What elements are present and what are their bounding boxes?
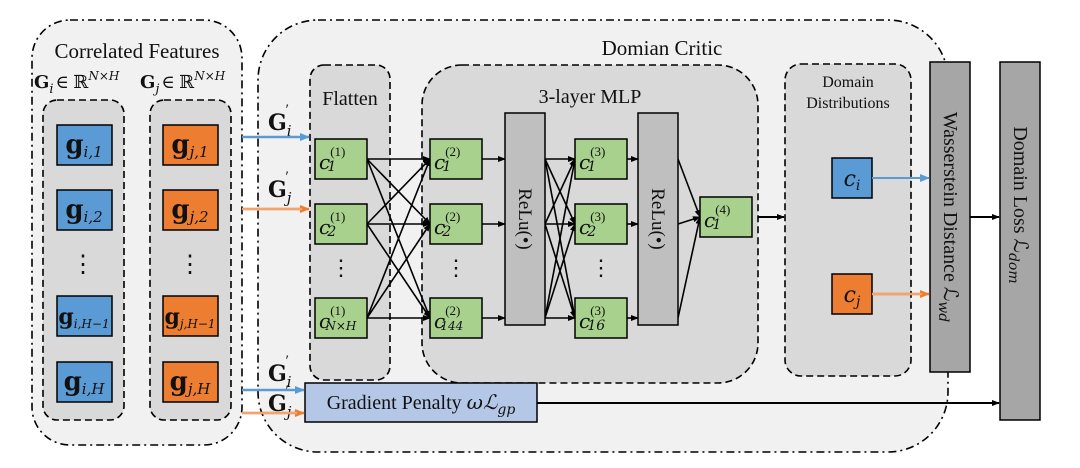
flatten-node-0-box	[314, 138, 368, 180]
mlp-layer2-node-0-box	[429, 138, 483, 180]
gj-ellipsis: ⋮	[178, 252, 202, 278]
mlp-layer2-node-2-box	[429, 297, 483, 339]
correlated-features-title: Correlated Features	[54, 39, 219, 63]
domain-loss-label: Domain Loss ℒdom	[1005, 126, 1031, 283]
gj-item-box-2	[162, 295, 219, 337]
edge-relu1-1-l3-0	[544, 158, 576, 225]
edge-l1-2-l2-1	[366, 223, 431, 319]
gi-column	[42, 99, 125, 421]
mlp-output-node-box	[699, 196, 753, 238]
mlp-layer2-node-1-box	[429, 203, 483, 245]
domain-distributions-panel	[784, 63, 912, 377]
flatten-node-2-label: c(1)N×H	[319, 303, 357, 333]
gj-item-label-2: gj,H−1	[164, 304, 215, 331]
flatten-node-2-box	[314, 297, 368, 339]
gradient-penalty-box	[304, 382, 538, 423]
edge-relu2-2-out	[677, 216, 702, 319]
gi-item-label-1: gi,2	[65, 195, 102, 226]
mlp-output-node-label: c(4)1	[704, 202, 730, 233]
relu-2-label: ReLu(•)	[647, 188, 668, 250]
gi-item-box-1	[56, 189, 113, 231]
gradient-penalty-label: Gradient Penalty ωℒgp	[327, 390, 516, 418]
gj-item-box-3	[162, 361, 219, 403]
ci-label: ci	[844, 167, 861, 194]
mlp-layer2-node-1-label: c(2)2	[434, 209, 460, 240]
mlp-layer3-node-2-box	[574, 297, 628, 339]
gj-prime-label-top: Gj′	[268, 169, 292, 207]
gi-item-label-0: gi,1	[65, 130, 102, 161]
domain-loss-bar	[999, 61, 1041, 421]
mlp-title: 3-layer MLP	[539, 86, 642, 108]
mlp-layer2-node-2-label: c(2)144	[434, 303, 463, 333]
gj-item-box-1	[162, 189, 219, 231]
mlp-layer3-node-0-label: c(3)1	[579, 144, 605, 175]
gi-item-box-2	[56, 295, 113, 337]
gj-item-label-3: gj,H	[170, 367, 212, 398]
gj-column	[149, 99, 232, 421]
mlp-layer3-node-1-label: c(3)2	[579, 209, 605, 240]
layer3-ellipsis: ⋮	[590, 255, 612, 280]
domain-distributions-title-1: Domain	[822, 74, 874, 91]
cj-label: cj	[844, 283, 861, 310]
relu-1-bar	[504, 112, 546, 326]
mlp-layer3-node-2-label: c(3)16	[579, 303, 605, 334]
domain-distributions-title-2: Distributions	[806, 95, 890, 112]
gi-space-label: Gi∈ ℝN×H	[34, 69, 120, 97]
mlp-layer3-node-0-box	[574, 138, 628, 180]
gi-item-label-2: gi,H−1	[58, 304, 109, 331]
gi-ellipsis: ⋮	[71, 252, 95, 278]
mlp-layer3-node-1-box	[574, 203, 628, 245]
domain-critic-title: Domian Critic	[602, 36, 723, 60]
flatten-node-1-label: c(1)2	[319, 209, 345, 240]
edge-l1-2-l2-0	[366, 158, 431, 319]
edge-l1-1-l2-0	[366, 158, 431, 225]
relu-1-label: ReLu(•)	[514, 188, 535, 250]
gj-item-box-0	[162, 124, 219, 166]
gj-space-label: Gj∈ ℝN×H	[140, 69, 226, 97]
gj-item-label-0: gj,1	[171, 130, 208, 161]
gi-item-label-3: gi,H	[64, 367, 106, 398]
edge-relu1-2-l3-0	[544, 158, 577, 319]
layer2-ellipsis: ⋮	[445, 255, 467, 280]
edge-relu2-0-out	[677, 158, 701, 218]
mlp-layer2-node-0-label: c(2)1	[434, 144, 460, 175]
gi-prime-label-bottom: Gi′	[268, 353, 292, 391]
wasserstein-distance-label: Wasserstein Distance ℒwd	[935, 112, 961, 322]
wasserstein-distance-bar	[929, 61, 971, 373]
gi-item-box-3	[56, 361, 113, 403]
flatten-ellipsis: ⋮	[330, 255, 352, 280]
flatten-title: Flatten	[322, 88, 378, 110]
flatten-node-1-box	[314, 203, 368, 245]
gi-prime-label-top: Gi′	[268, 102, 292, 140]
gj-item-label-1: gj,2	[171, 195, 208, 226]
edge-relu1-2-l3-1	[544, 223, 576, 319]
relu-2-bar	[637, 112, 679, 326]
flatten-node-0-label: c(1)1	[319, 144, 345, 175]
gi-item-box-0	[56, 124, 113, 166]
